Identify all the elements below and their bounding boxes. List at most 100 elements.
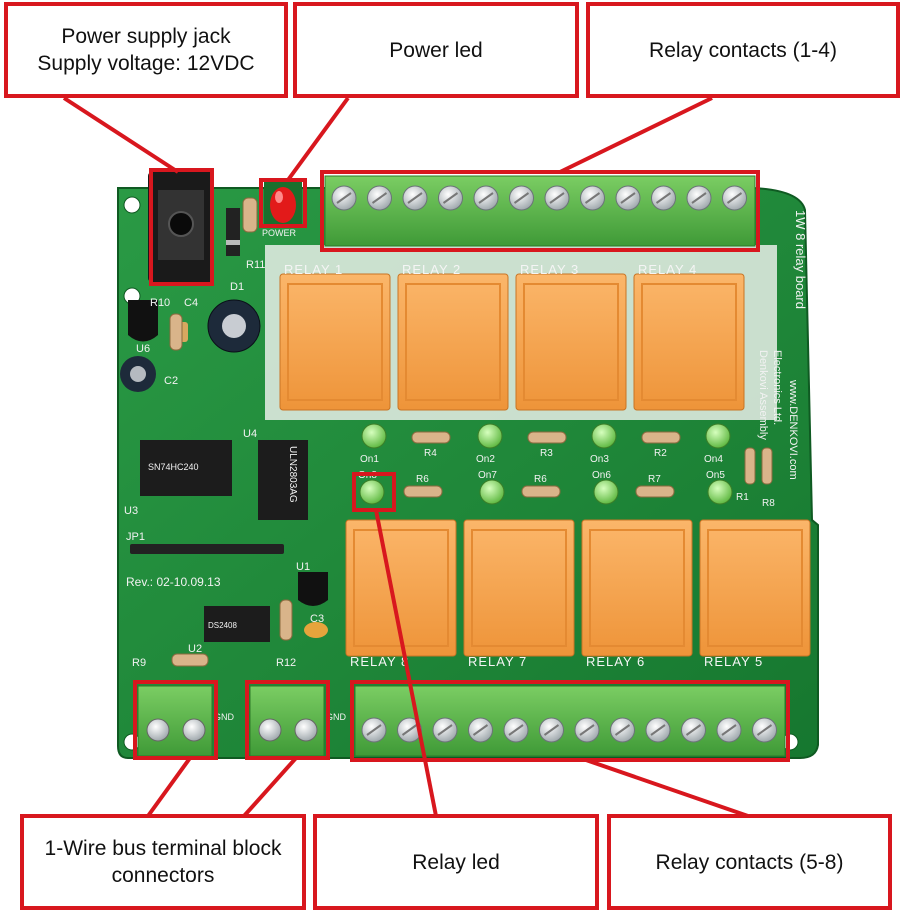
callout-relay-led: Relay led xyxy=(313,814,599,910)
label-r10: R10 xyxy=(150,297,170,309)
label-gnd-2: GND xyxy=(326,712,347,722)
relay-bottom-label: RELAY 6 xyxy=(586,654,645,669)
ic-u3 xyxy=(140,440,232,496)
label-u4: U4 xyxy=(243,428,257,440)
relay-led xyxy=(479,479,505,505)
relay-bottom-4 xyxy=(699,519,811,657)
relay-led xyxy=(477,423,503,449)
chip-u4-text: ULN2803AG xyxy=(287,446,298,503)
terminal-strip-bottom xyxy=(354,685,786,757)
resistor-label: R2 xyxy=(654,448,667,459)
relay-top-2 xyxy=(397,273,509,411)
label-u6: U6 xyxy=(136,343,150,355)
highlight-onewire-1 xyxy=(133,680,218,760)
resistor xyxy=(411,431,451,444)
relay-top-4 xyxy=(633,273,745,411)
label-c4: C4 xyxy=(184,297,198,309)
label-revision: Rev.: 02-10.09.13 xyxy=(126,575,221,589)
label-r1: R1 xyxy=(736,492,749,503)
relay-top-label: RELAY 1 xyxy=(284,262,343,277)
relay-top-1 xyxy=(279,273,391,411)
resistor-label: R7 xyxy=(648,474,661,485)
chip-u2-text: DS2408 xyxy=(208,621,237,630)
relay-top-label: RELAY 2 xyxy=(402,262,461,277)
label-gnd-1: GND xyxy=(214,712,235,722)
resistor xyxy=(635,485,675,498)
relay-led-label: On3 xyxy=(590,454,609,465)
callout-power-jack-line1: Power supply jack xyxy=(61,25,231,48)
highlight-power-jack xyxy=(149,168,214,286)
callout-relay-contacts-top: Relay contacts (1-4) xyxy=(586,2,900,98)
relay-bottom-1 xyxy=(345,519,457,657)
highlight-relay-led xyxy=(352,472,396,512)
relay-top-3 xyxy=(515,273,627,411)
resistor xyxy=(521,485,561,498)
callout-power-led: Power led xyxy=(293,2,579,98)
leader-lines xyxy=(62,96,749,818)
callout-relay-contacts-bottom-text: Relay contacts (5-8) xyxy=(655,850,844,874)
callout-power-led-text: Power led xyxy=(389,38,483,62)
ic-u4 xyxy=(258,440,308,520)
relays-top: RELAY 1 RELAY 2 RELAY 3 RELAY 4 xyxy=(279,262,745,411)
label-u1: U1 xyxy=(296,561,310,573)
label-power: POWER xyxy=(262,228,297,238)
label-jp1: JP1 xyxy=(126,531,145,543)
label-c3: C3 xyxy=(310,613,324,625)
callout-onewire-line1: 1-Wire bus terminal block xyxy=(44,837,282,860)
label-r11: R11 xyxy=(246,259,265,271)
side-url: www.DENKOVI.com xyxy=(787,379,799,480)
label-u2: U2 xyxy=(188,643,202,655)
ic-u2 xyxy=(204,606,270,642)
resistor-label: R3 xyxy=(540,448,553,459)
relay-led-label: On4 xyxy=(704,454,723,465)
label-c2: C2 xyxy=(164,375,178,387)
relay-top-label: RELAY 4 xyxy=(638,262,697,277)
relay-led-label: On5 xyxy=(706,470,725,481)
onewire-block-1 xyxy=(137,685,213,757)
relay-bottom-3 xyxy=(581,519,693,657)
label-r12: R12 xyxy=(276,657,296,669)
callout-onewire-line2: connectors xyxy=(111,864,215,887)
callout-relay-led-text: Relay led xyxy=(412,850,500,874)
resistor-label: R4 xyxy=(424,448,437,459)
highlight-power-led xyxy=(259,178,307,228)
resistor-label: R6 xyxy=(416,474,429,485)
callout-relay-contacts-top-text: Relay contacts (1-4) xyxy=(649,38,837,62)
onewire-block-2 xyxy=(249,685,325,757)
side-vendor-line1: Denkovi Assembly xyxy=(757,350,769,440)
relay-bottom-label: RELAY 7 xyxy=(468,654,527,669)
relay-top-label: RELAY 3 xyxy=(520,262,579,277)
callout-relay-contacts-bottom: Relay contacts (5-8) xyxy=(607,814,892,910)
relay-led-label: On7 xyxy=(478,470,497,481)
highlight-relay-contacts-top xyxy=(320,170,760,252)
label-r8: R8 xyxy=(762,498,775,509)
side-vendor-line2: Electronics Ltd. xyxy=(771,350,783,425)
power-jack xyxy=(148,172,214,282)
relay-led-label: On2 xyxy=(476,454,495,465)
chip-u3-text: SN74HC240 xyxy=(148,462,199,472)
callout-power-supply-jack: Power supply jack Supply voltage: 12VDC xyxy=(4,2,288,98)
relay-led xyxy=(359,479,385,505)
highlight-onewire-2 xyxy=(245,680,330,760)
relay-led xyxy=(361,423,387,449)
callout-power-jack-line2: Supply voltage: 12VDC xyxy=(37,52,255,75)
relay-led xyxy=(705,423,731,449)
resistor xyxy=(403,485,443,498)
relay-bottom-label: RELAY 8 xyxy=(350,654,409,669)
resistor xyxy=(527,431,567,444)
power-led xyxy=(264,182,302,224)
highlight-rects xyxy=(133,168,790,762)
relay-led xyxy=(591,423,617,449)
resistor xyxy=(641,431,681,444)
label-d1: D1 xyxy=(230,281,244,293)
callout-onewire-terminals: 1-Wire bus terminal block connectors xyxy=(20,814,306,910)
relay-bottom-2 xyxy=(463,519,575,657)
relay-led xyxy=(707,479,733,505)
highlight-relay-contacts-bottom xyxy=(350,680,790,762)
relay-led-label: On1 xyxy=(360,454,379,465)
relay-led-label: On6 xyxy=(592,470,611,481)
terminal-strip-top xyxy=(324,175,756,247)
resistor-label: R6 xyxy=(534,474,547,485)
relay-led xyxy=(593,479,619,505)
